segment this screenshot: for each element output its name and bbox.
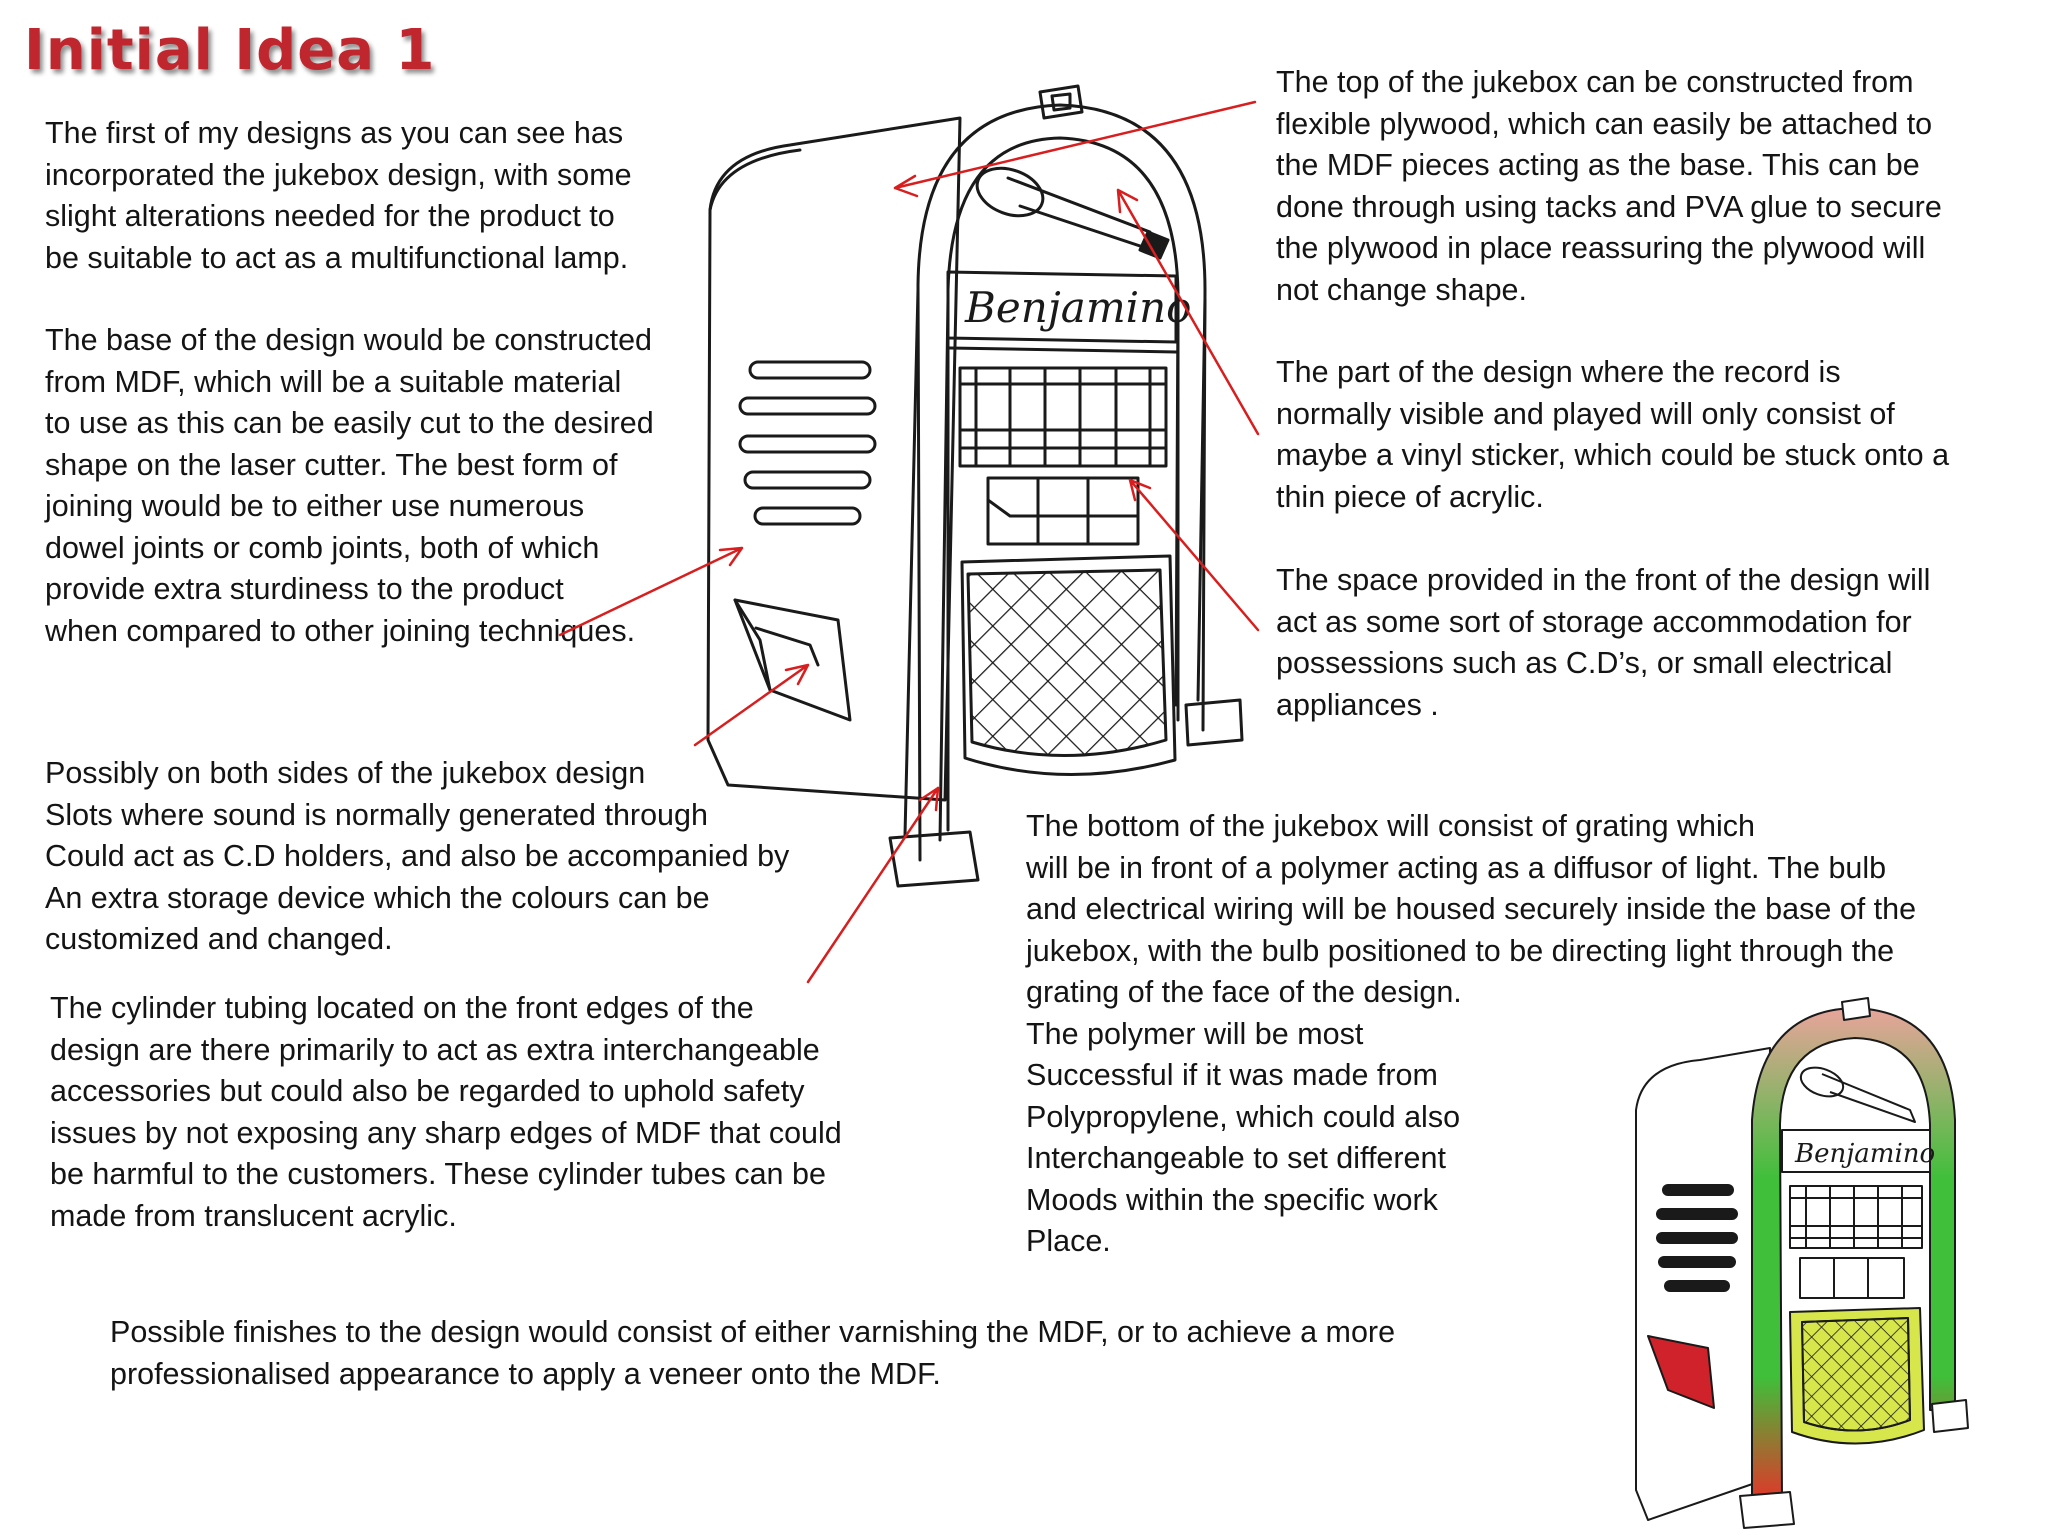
paragraph-side-slots: Possibly on both sides of the jukebox de… <box>45 756 790 956</box>
paragraph-record-area: The part of the design where the record … <box>1276 355 1950 514</box>
upper-grille <box>958 366 1168 468</box>
coloured-cd-holder <box>1647 1335 1715 1409</box>
paragraph-intro: The first of my designs as you can see h… <box>45 116 632 275</box>
paragraph-front-storage: The space provided in the front of the d… <box>1276 563 1931 722</box>
paragraph-finishes: Possible finishes to the design would co… <box>110 1315 1396 1391</box>
arrow-tubing <box>806 786 940 984</box>
arrow-sides <box>693 663 810 747</box>
left-base <box>888 830 980 888</box>
paragraph-top-construction: The top of the jukebox can be constructe… <box>1276 65 1942 307</box>
name-plate <box>946 270 1178 344</box>
arrow-base <box>558 546 744 637</box>
paragraph-cylinder-tubing: The cylinder tubing located on the front… <box>50 991 842 1233</box>
speaker-grating <box>966 568 1168 758</box>
brand-label: Benjamino <box>964 283 1191 332</box>
paragraph-bottom-grating: The bottom of the jukebox will consist o… <box>1026 809 1917 1258</box>
brand-label-small: Benjamino <box>1794 1139 1935 1169</box>
record-disc <box>975 166 1045 218</box>
paragraph-base-material: The base of the design would be construc… <box>45 323 654 648</box>
jukebox-front-arch <box>916 103 1207 862</box>
storage-compartment <box>986 476 1140 546</box>
arrow-record <box>1116 188 1260 436</box>
page-title: Initial Idea 1 <box>24 18 436 83</box>
coloured-side-slots <box>1656 1184 1738 1292</box>
arrow-top <box>893 100 1257 198</box>
coloured-arch <box>1751 1007 1956 1501</box>
side-speaker-slots <box>738 360 877 526</box>
right-base <box>1184 698 1244 747</box>
top-ornament <box>1038 84 1084 120</box>
arrow-storage <box>1128 478 1260 632</box>
cd-holder <box>733 598 852 722</box>
